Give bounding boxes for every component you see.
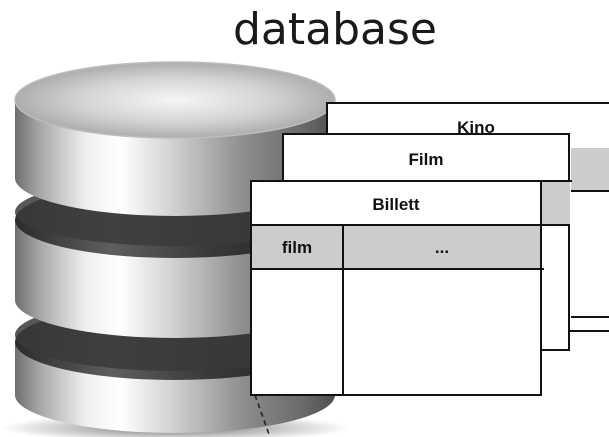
table-kino-divider (571, 190, 609, 192)
table-billett: Billett film ... (250, 180, 544, 396)
table-film-title: Film (408, 150, 444, 169)
table-billett-column-divider (342, 224, 344, 396)
table-kino-header-cell (571, 148, 609, 190)
table-kino-bottom-divider (571, 316, 609, 318)
table-billett-header-divider (252, 268, 544, 270)
database-icon (0, 61, 350, 437)
column-header-film: film (281, 238, 313, 257)
table-billett-title: Billett (372, 195, 420, 214)
table-billett-header-row (252, 226, 540, 268)
page-title: database (233, 4, 437, 55)
table-film-header-divider (540, 224, 570, 226)
table-billett-title-divider (252, 224, 544, 226)
column-header-more: ... (434, 238, 450, 257)
table-kino-title: Kino (457, 118, 495, 137)
table-film-header-cell (540, 182, 570, 224)
